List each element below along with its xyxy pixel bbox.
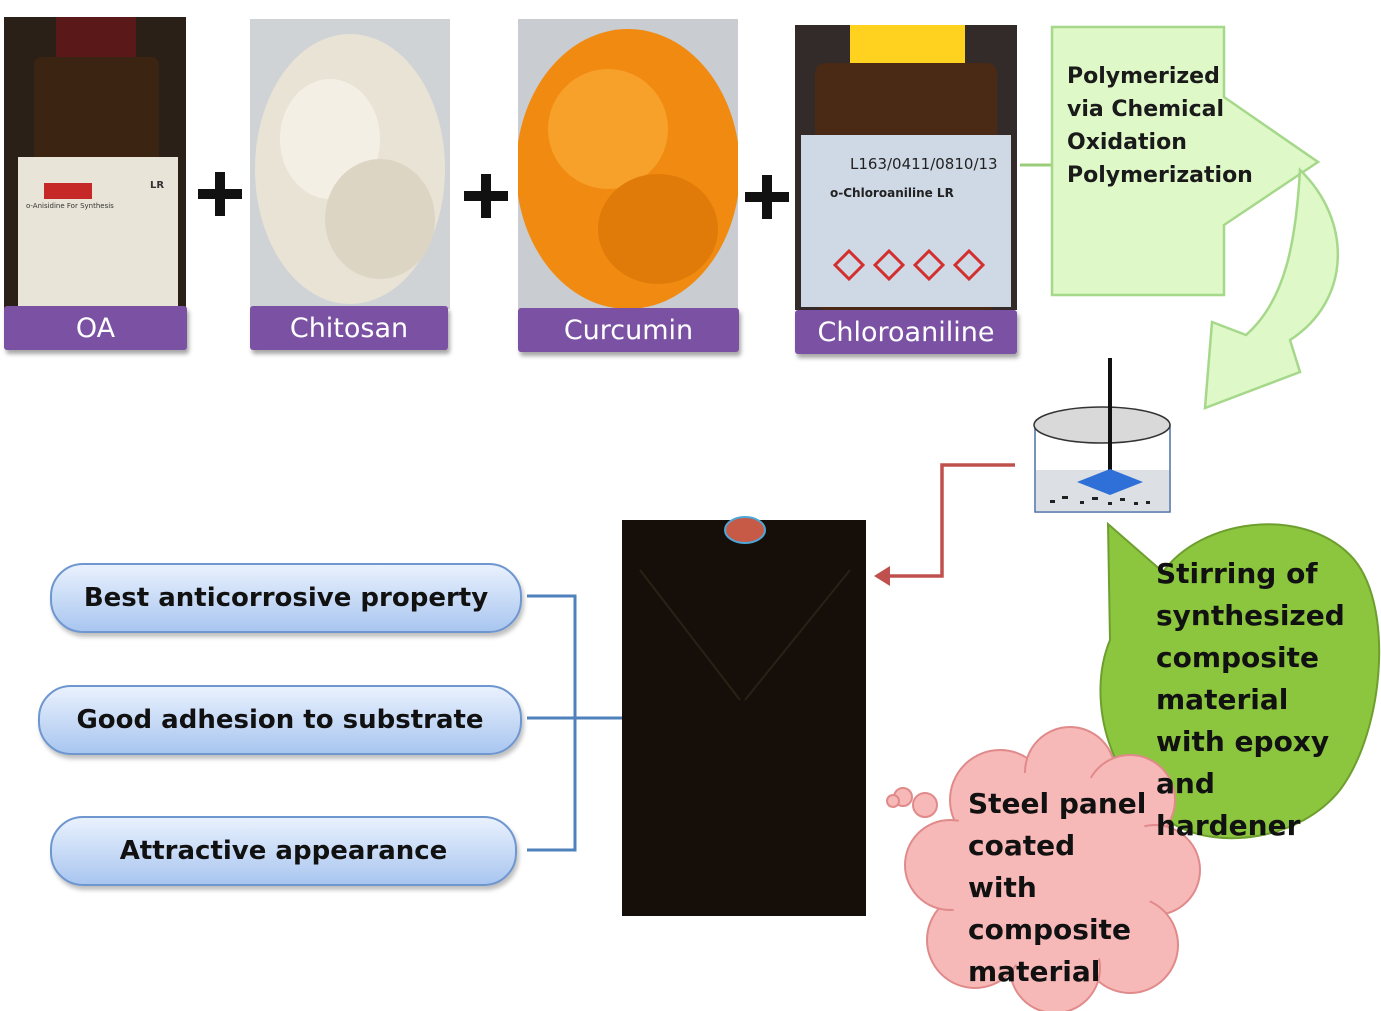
ingredient-label-oa: OA [4, 306, 187, 350]
property-pill-adhesion: Good adhesion to substrate [38, 685, 522, 755]
chloroaniline-bottle-photo [795, 25, 1017, 310]
chloroaniline-bottle-name: o-Chloroaniline LR [830, 186, 954, 200]
curved-arrow [1203, 167, 1339, 410]
property-pill-anticorrosive: Best anticorrosive property [50, 563, 522, 633]
ingredient-label-chitosan: Chitosan [250, 306, 448, 350]
panel-hole-icon [724, 516, 766, 544]
polymerization-arrow [1050, 25, 1321, 297]
chitosan-photo [250, 19, 450, 309]
panel-thought-cloud [886, 726, 1201, 1011]
plus-icon [464, 174, 508, 218]
oa-bottle-grade: LR [150, 180, 165, 191]
curcumin-photo [518, 19, 738, 309]
stirring-beaker-icon [1033, 358, 1171, 513]
property-pill-appearance: Attractive appearance [50, 816, 517, 886]
steel-panel-image [622, 520, 866, 916]
plus-icon [198, 172, 242, 216]
plus-icon [745, 175, 789, 219]
ingredient-label-curcumin: Curcumin [518, 308, 739, 352]
red-connector-arrow [883, 463, 1015, 578]
properties-bracket [527, 594, 622, 852]
steel-panel-text: Steel panel coated with composite materi… [968, 787, 1147, 988]
oa-bottle-name: o-Anisidine For Synthesis [26, 202, 114, 210]
oa-bottle-photo [4, 17, 186, 310]
chloroaniline-bottle-code: L163/0411/0810/13 [850, 155, 998, 173]
ingredient-label-chloroaniline: Chloroaniline [795, 310, 1017, 354]
polymerization-text: Polymerized via Chemical Oxidation Polym… [1067, 64, 1253, 188]
stirring-text: Stirring of synthesized composite materi… [1156, 557, 1345, 842]
